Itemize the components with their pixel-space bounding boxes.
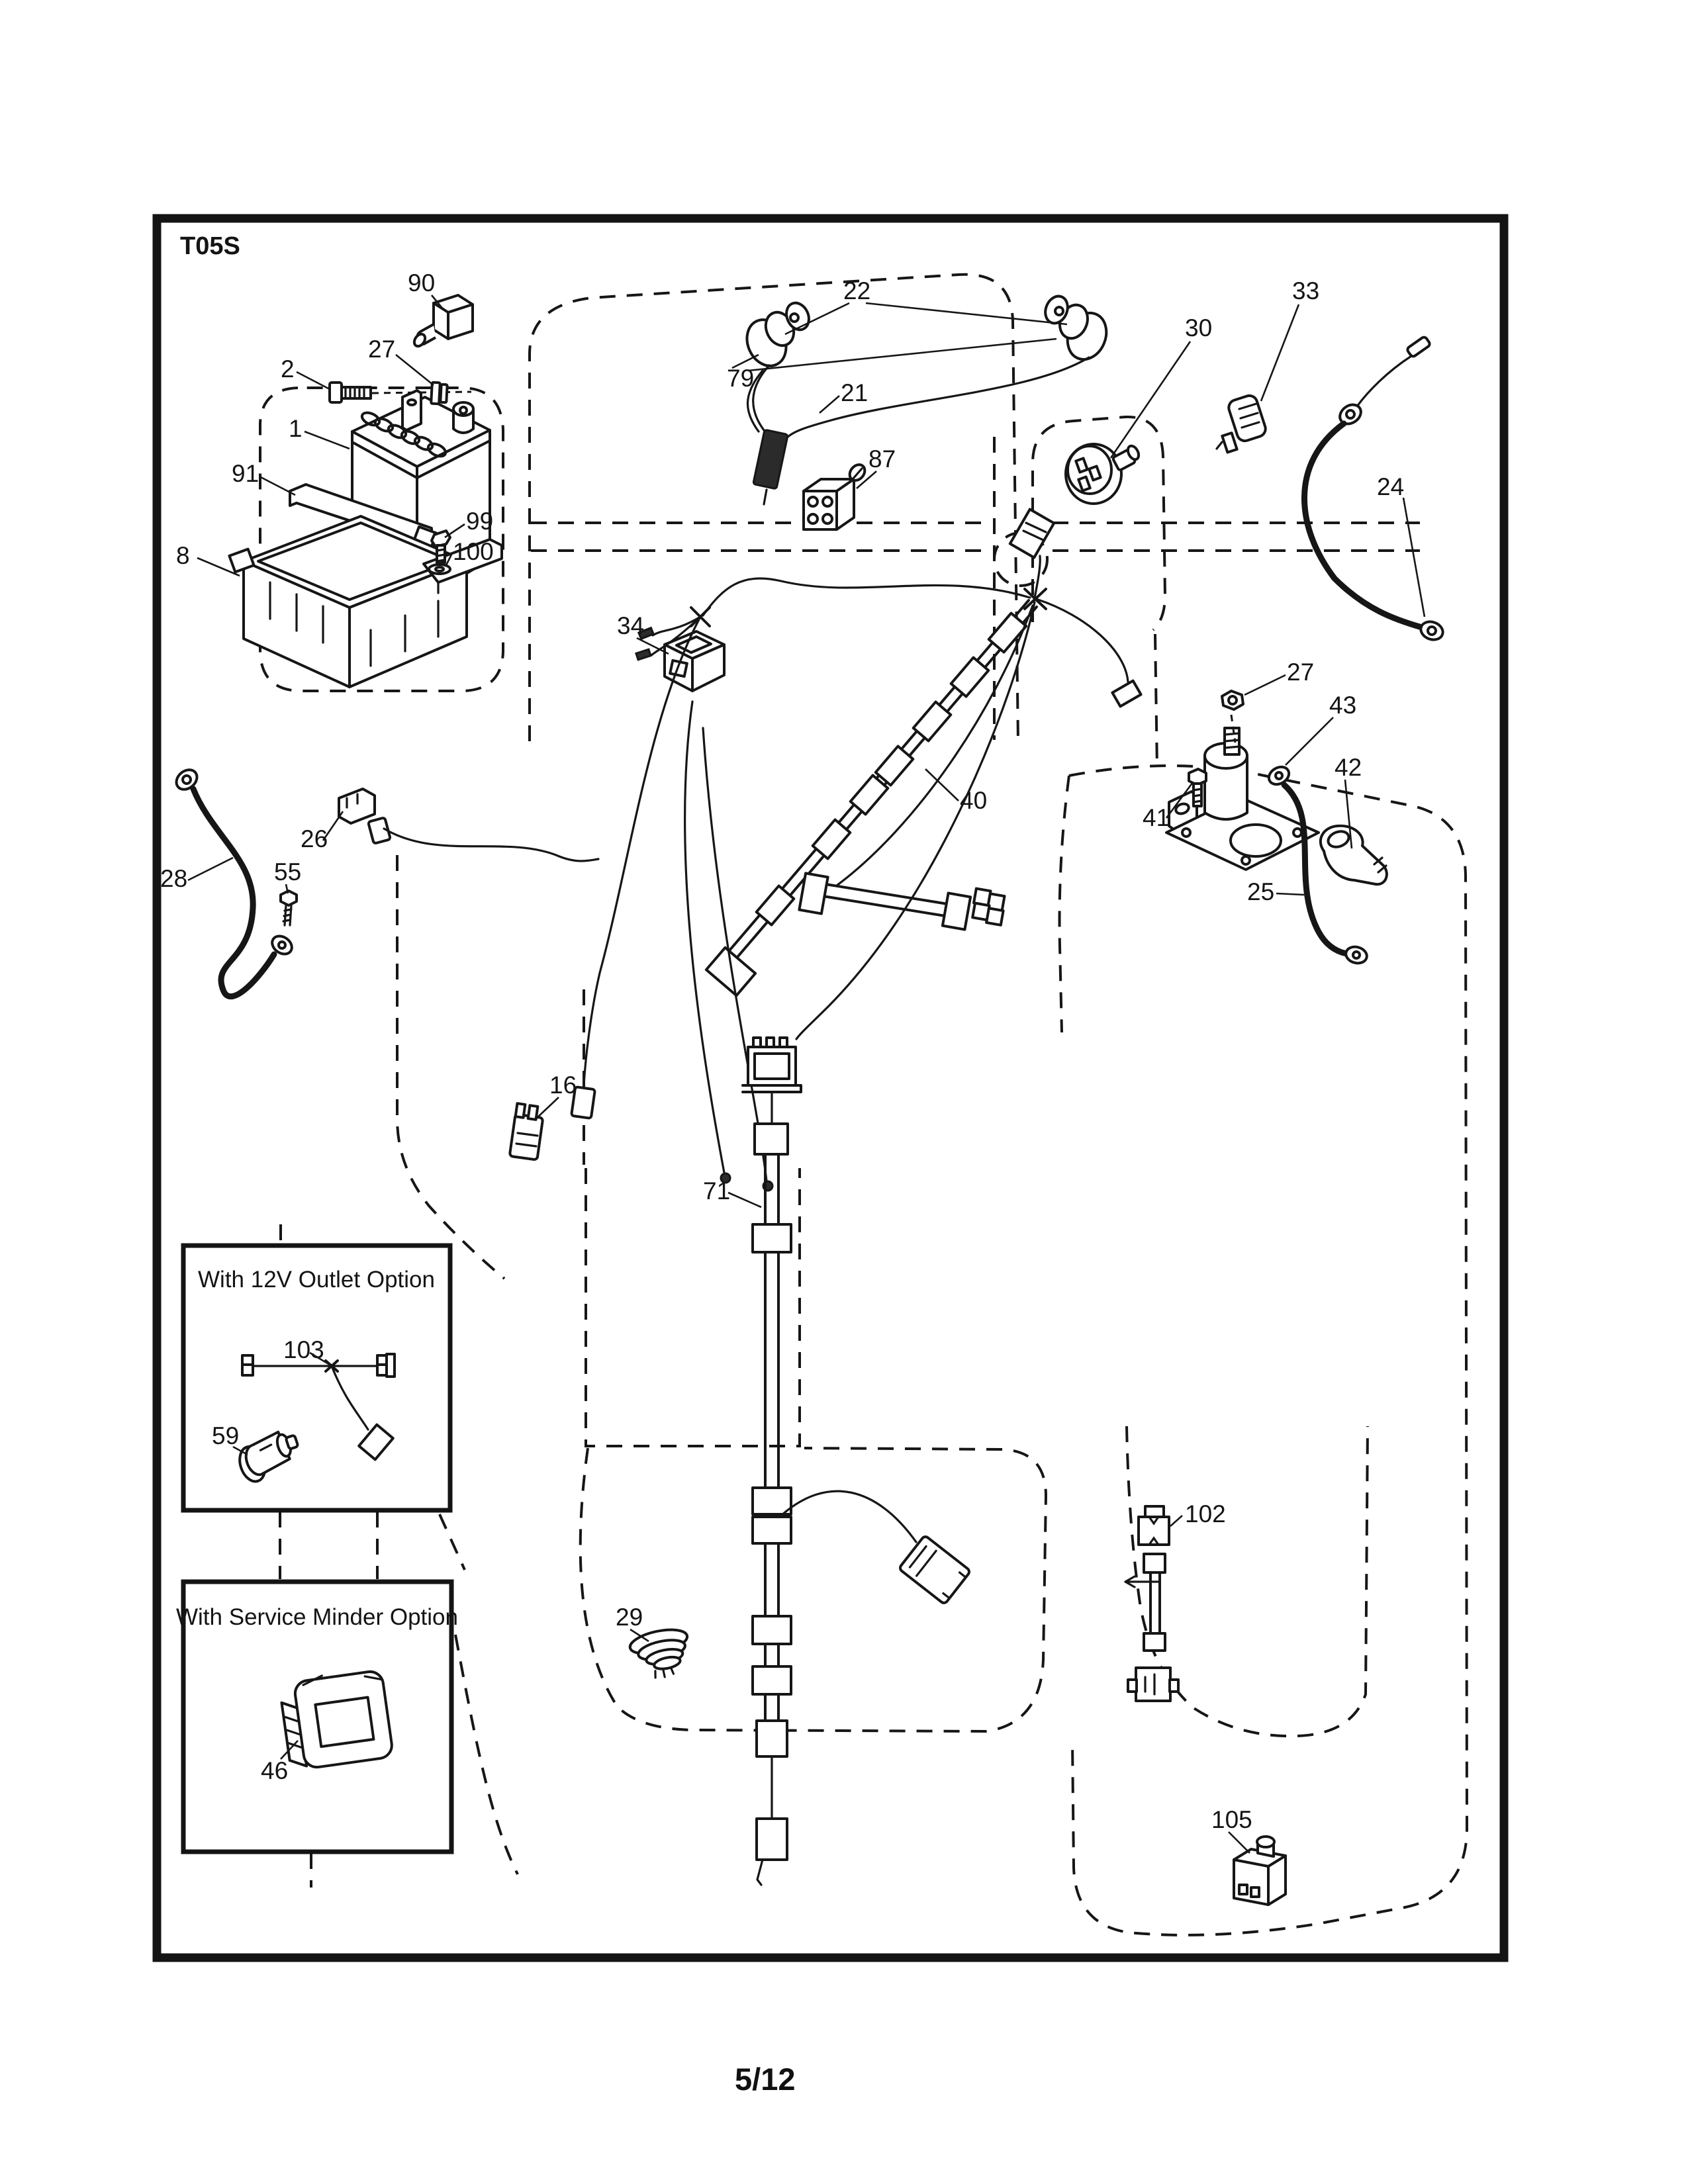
- part-label-27a: 27: [368, 336, 395, 363]
- part-label-99: 99: [466, 508, 493, 535]
- part-label-102: 102: [1185, 1500, 1226, 1527]
- part-label-25: 25: [1247, 878, 1274, 905]
- part-label-91: 91: [232, 460, 259, 487]
- part-label-87: 87: [868, 445, 896, 473]
- fender-outline: [1058, 764, 1469, 1936]
- outlet-harness-icon: [241, 1353, 396, 1461]
- part-label-29: 29: [616, 1604, 643, 1631]
- solenoid-bolt-icon: [1188, 768, 1207, 807]
- part-label-26: 26: [301, 825, 328, 852]
- outlet-option-title: With 12V Outlet Option: [198, 1267, 435, 1293]
- part-label-59: 59: [212, 1422, 239, 1449]
- part-label-100: 100: [453, 538, 494, 565]
- power-outlet-icon: [238, 1430, 299, 1483]
- battery-box-washer-icon: [428, 563, 451, 575]
- leader-lines: [187, 295, 1426, 1854]
- ground-screw-icon: [279, 889, 298, 927]
- battery-box-bolt-icon: [430, 529, 451, 564]
- battery-spacer-icon: [430, 381, 449, 406]
- fender-inner-outline: [1125, 1426, 1369, 1738]
- part-label-30: 30: [1185, 314, 1212, 341]
- part-label-79: 79: [727, 365, 754, 392]
- part-label-2: 2: [281, 355, 295, 383]
- chassis-ground-cable-icon: [175, 768, 293, 999]
- part-label-8: 8: [176, 542, 190, 569]
- diagram-border: [152, 214, 1509, 1962]
- fuse-icon: [338, 788, 600, 862]
- engine-ground-wire-icon: [1301, 336, 1444, 641]
- page-number: 5/12: [735, 2062, 795, 2097]
- service-minder-display-icon: [280, 1670, 393, 1769]
- service-minder-option-box: With Service Minder Option: [176, 1579, 458, 1854]
- seat-support-outline: [579, 1168, 1048, 1733]
- solenoid-nut-icon: [1221, 690, 1244, 711]
- part-label-42: 42: [1335, 754, 1362, 781]
- part-label-105: 105: [1211, 1806, 1252, 1833]
- interlock-connector-icon: [802, 463, 867, 531]
- part-label-16: 16: [549, 1071, 577, 1099]
- part-label-24: 24: [1377, 473, 1404, 500]
- left-console-outline: [396, 855, 585, 1280]
- part-labels: 90 22 33 30 27 2 1 91 99 100 8 79 21 87 …: [160, 269, 1404, 1833]
- ignition-console-outline: [1031, 415, 1167, 770]
- seat-harness-icon: [741, 1036, 970, 1886]
- option-box-link-dashes: [279, 1224, 519, 1888]
- main-harness-icon: [570, 508, 1143, 1192]
- part-label-22: 22: [843, 277, 870, 304]
- hourmeter-plug-icon: [412, 294, 474, 348]
- outlet-option-box: With 12V Outlet Option: [181, 1243, 453, 1513]
- part-label-28: 28: [160, 865, 187, 892]
- part-label-40: 40: [960, 787, 987, 814]
- sheet-code: T05S: [180, 232, 240, 260]
- part-label-103: 103: [283, 1336, 324, 1363]
- part-label-21: 21: [841, 379, 868, 406]
- part-label-46: 46: [261, 1757, 288, 1784]
- headlight-harness-icon: [745, 295, 1108, 506]
- part-label-71: 71: [703, 1177, 730, 1205]
- plunger-switch-icon: [508, 1102, 544, 1161]
- part-label-41: 41: [1143, 804, 1170, 831]
- part-label-34: 34: [617, 612, 644, 639]
- part-label-27b: 27: [1287, 659, 1314, 686]
- battery-cable-icon: [1267, 765, 1368, 965]
- relay-icon: [1233, 1835, 1287, 1906]
- firewall-lines: [531, 522, 1420, 552]
- solenoid-icon: [1165, 714, 1320, 871]
- ignition-switch-icon: [1064, 443, 1141, 505]
- service-minder-title: With Service Minder Option: [176, 1604, 458, 1630]
- part-label-1: 1: [289, 415, 303, 442]
- grommet-icon: [628, 1628, 689, 1679]
- terminal-boot-icon: [1319, 824, 1388, 886]
- ignition-key-icon: [1215, 394, 1267, 454]
- battery-box-icon: [228, 515, 503, 688]
- jumper-harness-icon: [1124, 1505, 1180, 1702]
- part-label-43: 43: [1329, 692, 1356, 719]
- part-label-33: 33: [1292, 277, 1319, 304]
- battery-bolt-icon: [328, 381, 472, 404]
- battery-compartment-outline: [259, 387, 504, 692]
- part-label-90: 90: [408, 269, 435, 296]
- part-label-55: 55: [274, 858, 301, 886]
